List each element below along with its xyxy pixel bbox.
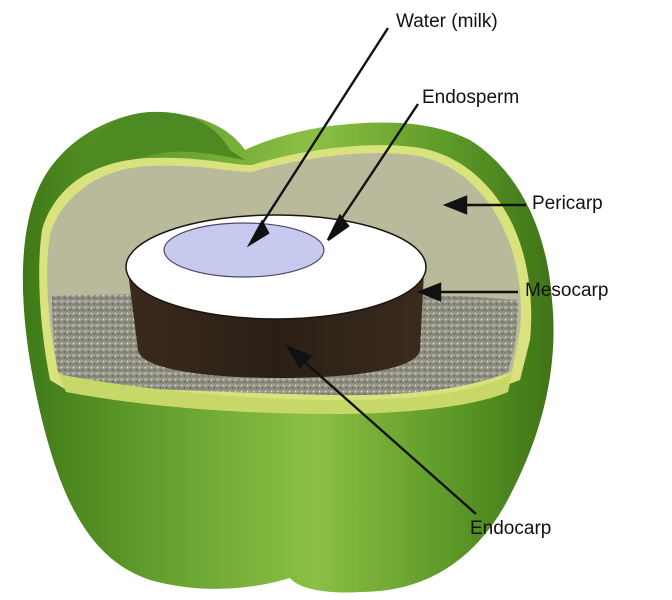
label-pericarp: Pericarp — [532, 193, 603, 214]
label-mesocarp: Mesocarp — [525, 280, 609, 301]
label-water-milk: Water (milk) — [396, 11, 498, 32]
water-arrow-line — [256, 27, 390, 231]
label-endosperm: Endosperm — [422, 87, 520, 108]
water-arrow-head — [246, 219, 270, 248]
coconut-water — [163, 222, 325, 278]
mesocarp-arrow-head — [416, 282, 442, 302]
pericarp-arrow-head — [442, 195, 468, 215]
husk-flap — [60, 111, 245, 230]
label-endocarp: Endocarp — [470, 518, 552, 539]
endocarp-arrow-head — [285, 344, 313, 370]
endosperm-arrow-head — [326, 213, 350, 241]
endosperm-arrow-line — [337, 103, 419, 225]
endocarp-arrow-line — [299, 357, 477, 515]
lower-rim — [58, 374, 512, 414]
